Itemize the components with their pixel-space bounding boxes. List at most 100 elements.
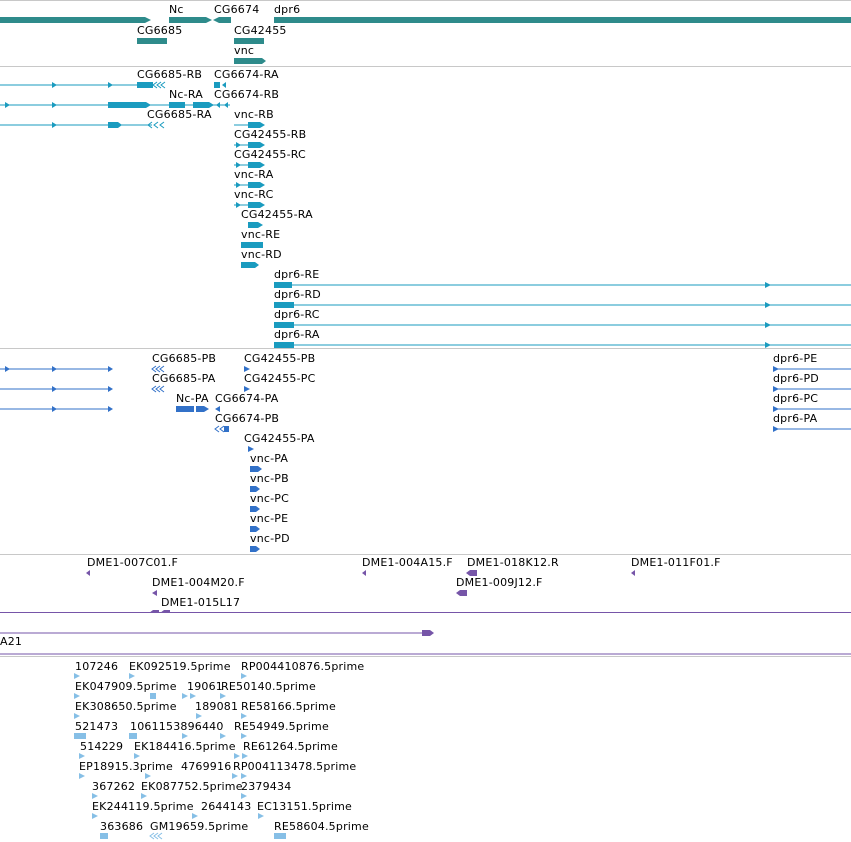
est-bar[interactable] [274,833,286,839]
transcript-exon[interactable] [241,262,255,268]
est-label[interactable]: 363686 [100,820,144,833]
est-label[interactable]: RP004410876.5prime [241,660,365,673]
transcript-label[interactable]: CG6685-RA [147,108,212,121]
transcript-exon[interactable] [274,322,294,328]
gene-bar[interactable] [169,17,206,23]
gene-bar[interactable] [234,58,262,64]
gene-label[interactable]: CG42455 [234,24,287,37]
est-bar[interactable] [100,833,108,839]
clone-label[interactable]: DME1-004M20.F [152,576,245,589]
est-arrow[interactable] [241,673,247,679]
cds-exon[interactable] [250,486,256,492]
est-arrow[interactable] [79,753,85,759]
est-arrow[interactable] [196,713,202,719]
clone-bar[interactable] [460,590,467,596]
est-label[interactable]: 4769916 [181,760,232,773]
cds-label[interactable]: CG6674-PB [215,412,280,425]
est-arrow[interactable] [145,773,151,779]
est-label[interactable]: RP004113478.5prime [233,760,357,773]
est-label[interactable]: 367262 [92,780,136,793]
est-arrow[interactable] [141,793,147,799]
clone-arrow[interactable] [631,570,635,576]
transcript-exon[interactable] [248,122,260,128]
transcript-exon[interactable] [108,102,146,108]
transcript-label[interactable]: CG42455-RC [234,148,306,161]
gene-label[interactable]: vnc [234,44,255,57]
clone-bar[interactable] [470,570,477,576]
gene-label[interactable]: dpr6 [274,3,301,16]
transcript-label[interactable]: dpr6-RE [274,268,320,281]
cds-label[interactable]: vnc-PC [250,492,290,505]
cds-exon[interactable] [176,406,194,412]
cds-label[interactable]: CG6685-PA [152,372,216,385]
est-arrow[interactable] [241,733,247,739]
transcript-label[interactable]: CG42455-RA [241,208,313,221]
transcript-label[interactable]: vnc-RD [241,248,282,261]
est-label[interactable]: EP18915.3prime [79,760,173,773]
transcript-exon[interactable] [274,342,294,348]
transcript-label[interactable]: vnc-RE [241,228,281,241]
transcript-label[interactable]: dpr6-RA [274,328,320,341]
est-arrow[interactable] [74,673,80,679]
est-label[interactable]: RE54949.5prime [234,720,329,733]
clone-track[interactable]: DME1-007C01.F DME1-004A15.F DME1-018K12.… [0,554,851,613]
cds-exon[interactable] [250,526,256,532]
cds-label[interactable]: CG42455-PB [244,352,316,365]
est-arrow[interactable] [190,693,196,699]
est-arrow[interactable] [74,713,80,719]
transcript-exon[interactable] [248,162,260,168]
transcript-label[interactable]: CG6674-RA [214,68,279,81]
est-bar[interactable] [150,693,156,699]
est-arrow[interactable] [232,773,238,779]
transcript-label[interactable]: dpr6-RD [274,288,321,301]
est-label[interactable]: EK184416.5prime [134,740,236,753]
cds-exon[interactable] [250,546,256,552]
transcript-exon[interactable] [214,82,220,88]
transcript-label[interactable]: CG42455-RB [234,128,307,141]
est-label[interactable]: EK047909.5prime [75,680,177,693]
cds-label[interactable]: CG6674-PA [215,392,279,405]
cds-label[interactable]: Nc-PA [176,392,209,405]
clone-label[interactable]: DME1-018K12.R [467,556,559,569]
cds-exon[interactable] [250,466,258,472]
est-label[interactable]: GM19659.5prime [150,820,249,833]
transcript-exon[interactable] [248,222,258,228]
est-label[interactable]: 514229 [80,740,124,753]
cds-label[interactable]: dpr6-PD [773,372,819,385]
est-label[interactable]: 521473 [75,720,119,733]
est-bar[interactable] [129,733,137,739]
cds-label[interactable]: vnc-PE [250,512,289,525]
est-label[interactable]: EK244119.5prime [92,800,194,813]
clone-arrow[interactable] [86,570,90,576]
est-arrow[interactable] [241,773,247,779]
transcript-label[interactable]: vnc-RC [234,188,274,201]
est-label[interactable]: 2379434 [241,780,292,793]
gene-bar[interactable] [137,38,167,44]
cdna-track[interactable]: A21 [0,612,851,657]
clone-label[interactable]: DME1-015L17 [161,596,241,609]
cds-label[interactable]: CG6685-PB [152,352,217,365]
transcript-exon[interactable] [274,302,294,308]
est-label[interactable]: EK308650.5prime [75,700,177,713]
est-label[interactable]: RE61264.5prime [243,740,338,753]
cds-track[interactable]: CG6685-PB CG42455-PB dpr6-PE CG6685-PA C… [0,348,851,555]
clone-arrow[interactable] [152,590,157,596]
est-label[interactable]: 2644143 [201,800,252,813]
cdna-exon[interactable] [422,630,430,636]
transcript-label[interactable]: dpr6-RC [274,308,320,321]
cds-label[interactable]: vnc-PA [250,452,289,465]
cds-label[interactable]: dpr6-PE [773,352,818,365]
est-label[interactable]: 19061 [187,680,223,693]
est-label[interactable]: 1061153896440 [130,720,224,733]
gene-bar[interactable] [219,17,231,23]
clone-label[interactable]: DME1-009J12.F [456,576,543,589]
transcript-label[interactable]: vnc-RA [234,168,274,181]
gene-bar[interactable] [234,38,264,44]
est-arrow[interactable] [182,693,188,699]
est-label[interactable]: RE58604.5prime [274,820,369,833]
est-arrow[interactable] [192,813,198,819]
est-label[interactable]: EK087752.5prime [141,780,243,793]
est-arrow[interactable] [92,813,98,819]
est-label[interactable]: EC13151.5prime [257,800,352,813]
est-arrow[interactable] [74,693,80,699]
